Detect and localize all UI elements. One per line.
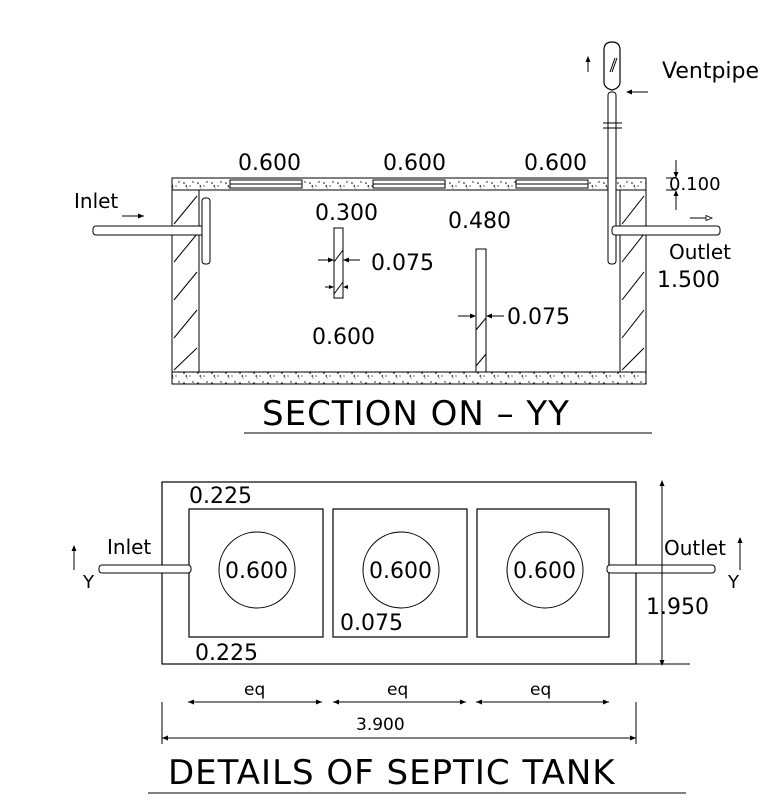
chamber-1 — [188, 508, 324, 638]
manhole-1 — [218, 531, 296, 609]
baffle-1-bottom-label: 0.600 — [312, 325, 375, 350]
plan-labels: 0.225 Inlet Outlet Y Y 0.600 0.600 0.600… — [82, 484, 740, 735]
wall-top-label: 0.225 — [189, 484, 252, 509]
cover-slabs — [229, 179, 589, 189]
section-marker-left — [71, 545, 77, 570]
eq-2-label: eq — [387, 680, 408, 700]
manhole-3-label: 0.600 — [513, 559, 576, 584]
baffle-1-width-label: 0.075 — [371, 251, 434, 276]
section-outlet-label: Outlet — [669, 240, 731, 264]
section-inlet-label: Inlet — [74, 189, 118, 213]
left-wall — [171, 189, 200, 373]
plan-view: 0.225 Inlet Outlet Y Y 0.600 0.600 0.600… — [71, 480, 743, 794]
inlet-pipe — [92, 197, 211, 265]
plan-inlet-pipe — [98, 564, 192, 574]
bottom-slab — [171, 371, 647, 385]
total-length-label: 3.900 — [356, 715, 405, 735]
baffle-2 — [458, 248, 504, 373]
baffle-2-width-label: 0.075 — [507, 305, 570, 330]
chamber-3 — [476, 508, 610, 638]
chamber-2 — [332, 508, 468, 638]
manhole-2 — [362, 531, 440, 609]
section-title: SECTION ON – YY — [262, 394, 570, 434]
top-thickness-label: 0.100 — [669, 174, 721, 195]
eq-3-label: eq — [530, 680, 551, 700]
slab-2-label: 0.600 — [383, 151, 446, 176]
eq-1-label: eq — [244, 680, 265, 700]
section-labels: Inlet Ventpipe 0.600 0.600 0.600 0.100 0… — [74, 59, 759, 350]
partition-label: 0.075 — [340, 611, 403, 636]
slab-3-label: 0.600 — [524, 151, 587, 176]
baffle-2-top-label: 0.480 — [448, 209, 511, 234]
baffle-1 — [318, 227, 360, 299]
width-dimension — [636, 480, 690, 666]
width-label: 1.950 — [646, 595, 709, 620]
depth-label: 1.500 — [657, 268, 720, 293]
length-dimensions — [161, 699, 637, 744]
manhole-3 — [506, 531, 584, 609]
plan-outlet-label: Outlet — [664, 536, 726, 560]
plan-outlet-pipe — [606, 564, 716, 574]
plan-title: DETAILS OF SEPTIC TANK — [168, 753, 616, 793]
right-wall — [619, 189, 647, 373]
top-thickness-dimension — [666, 160, 679, 210]
plan-inlet-label: Inlet — [107, 535, 151, 559]
y-left-label: Y — [82, 572, 95, 593]
ventpipe-label: Ventpipe — [662, 59, 759, 84]
manhole-1-label: 0.600 — [225, 559, 288, 584]
section-view: Inlet Ventpipe 0.600 0.600 0.600 0.100 0… — [74, 41, 759, 434]
baffle-1-top-label: 0.300 — [315, 201, 378, 226]
y-right-label: Y — [727, 572, 740, 593]
outlet-pipe — [607, 91, 721, 265]
slab-1-label: 0.600 — [238, 151, 301, 176]
ventpipe — [585, 41, 648, 129]
manhole-2-label: 0.600 — [369, 559, 432, 584]
wall-bottom-label: 0.225 — [195, 641, 258, 666]
section-marker-right — [737, 537, 743, 570]
